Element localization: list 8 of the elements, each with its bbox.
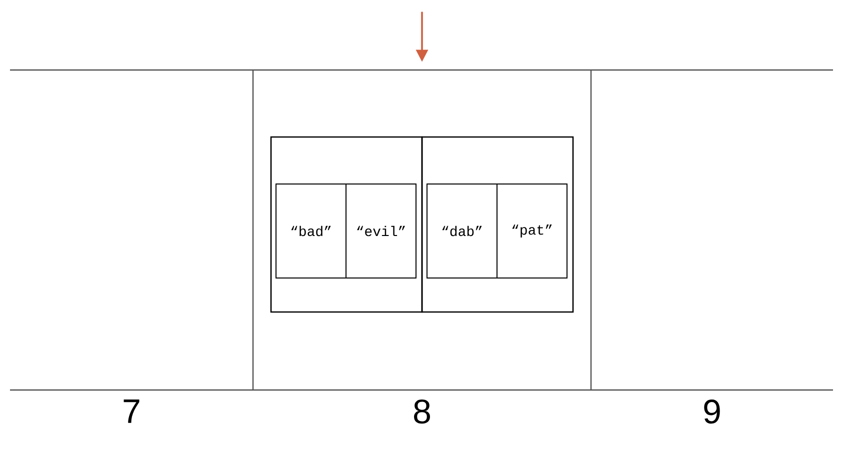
array-box — [421, 136, 574, 313]
array-cell: “dab” — [426, 184, 498, 278]
array-cell: “pat” — [496, 184, 568, 278]
array-cell: “evil” — [346, 184, 416, 278]
array-box — [270, 136, 423, 313]
array-cell: “bad” — [276, 184, 346, 278]
tape-cell: 7 — [10, 69, 253, 423]
tape-cell: 9 — [591, 69, 833, 424]
